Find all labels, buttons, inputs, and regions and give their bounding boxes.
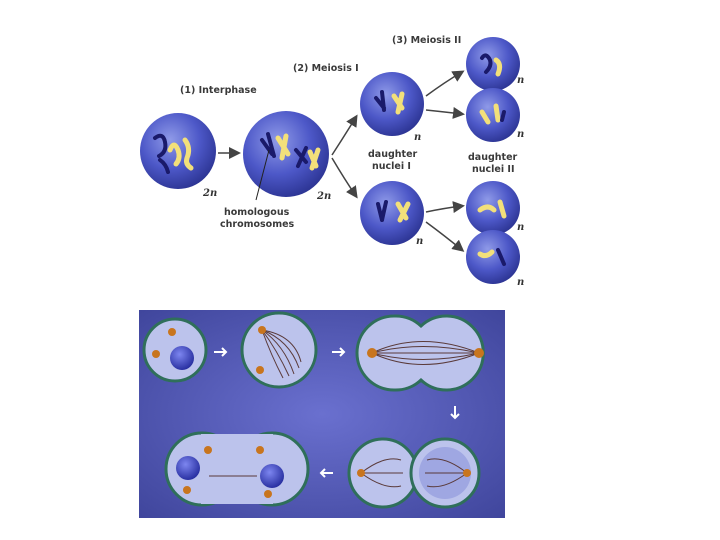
ploidy-daughter-two-2: n <box>517 129 524 140</box>
arrow-to-daughter-two-2 <box>425 106 465 119</box>
daughter-one-bottom-cell <box>360 181 424 245</box>
ploidy-daughter-two-3: n <box>517 222 524 233</box>
centrosome-icon <box>152 350 160 358</box>
ploidy-daughter-two-1: n <box>517 75 524 86</box>
mitosis-cell-2 <box>240 311 318 389</box>
meiosis-one-cell <box>243 111 329 197</box>
arrow-to-daughter-two-4 <box>425 221 465 252</box>
centrosome-icon <box>183 486 191 494</box>
ploidy-meiosis-one: 2n <box>316 191 331 202</box>
ploidy-interphase: 2n <box>202 188 217 199</box>
label-meiosis-one: (2) Meiosis I <box>293 63 359 74</box>
daughter-two-label-line1: daughter <box>468 152 518 163</box>
mitosis-cell-3 <box>355 314 485 392</box>
centrosome-icon <box>168 328 176 336</box>
ploidy-daughter-one-bottom: n <box>416 236 423 247</box>
arrow-right-icon <box>214 347 228 357</box>
arrow-down-icon <box>450 406 460 420</box>
nucleus-icon <box>176 456 200 480</box>
daughter-one-label-line1: daughter <box>368 149 418 160</box>
centrosome-icon <box>357 469 365 477</box>
centrosome-icon <box>367 348 377 358</box>
centrosome-icon <box>258 326 266 334</box>
arrow-to-daughter-two-1 <box>425 70 465 97</box>
daughter-two-cell-3 <box>466 181 520 235</box>
daughter-two-cell-4 <box>466 230 520 284</box>
daughter-one-label-line2: nuclei I <box>372 161 411 172</box>
interphase-cell <box>140 113 216 189</box>
arrow-right-icon <box>332 347 346 357</box>
nucleus-icon <box>260 464 284 488</box>
arrow-to-daughter-one-bottom <box>331 157 358 199</box>
centrosome-icon <box>256 446 264 454</box>
arrow-to-daughter-two-3 <box>425 201 465 214</box>
meiosis-diagram: (1) Interphase (2) Meiosis I (3) Meiosis… <box>140 35 524 288</box>
nucleus-icon <box>170 346 194 370</box>
centrosome-icon <box>463 469 471 477</box>
centrosome-icon <box>256 366 264 374</box>
mitosis-diagram <box>139 310 505 518</box>
arrow-to-daughter-one-top <box>331 114 358 156</box>
homologous-label-line2: chromosomes <box>220 219 295 230</box>
label-meiosis-two: (3) Meiosis II <box>392 35 461 46</box>
daughter-two-cell-2 <box>466 88 520 142</box>
homologous-pointer <box>255 149 270 201</box>
ploidy-daughter-two-4: n <box>517 277 524 288</box>
daughter-two-cell-1 <box>466 37 520 91</box>
mitosis-cell-1 <box>142 317 208 383</box>
centrosome-icon <box>264 490 272 498</box>
homologous-label-line1: homologous <box>224 207 290 218</box>
daughter-one-top-cell <box>360 72 424 136</box>
centrosome-icon <box>204 446 212 454</box>
arrow-left-icon <box>319 468 333 478</box>
daughter-two-label-line2: nuclei II <box>472 164 515 175</box>
ploidy-daughter-one-top: n <box>414 132 421 143</box>
mitosis-cell-4 <box>347 437 481 509</box>
centrosome-icon <box>474 348 484 358</box>
label-interphase: (1) Interphase <box>180 85 257 96</box>
mitosis-cell-5 <box>164 431 310 507</box>
